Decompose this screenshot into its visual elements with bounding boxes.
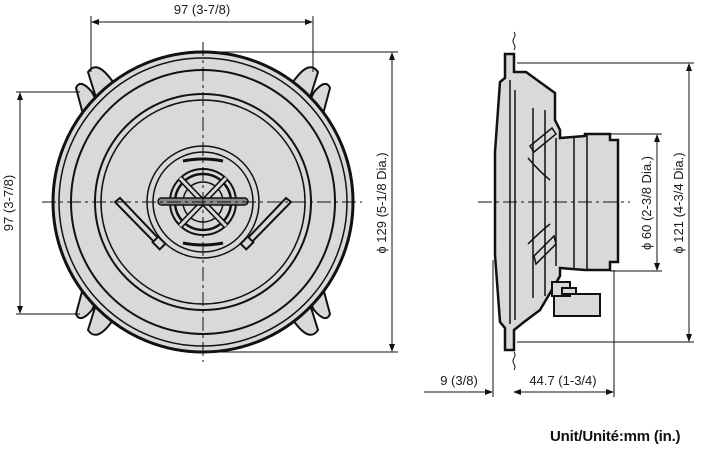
side-view: ϕ 60 (2-3/8 Dia.) ϕ 121 (4-3/4 Dia.) 9 (…: [424, 31, 694, 397]
flange-plane-line: [512, 31, 516, 371]
top-width-dimension: [90, 16, 314, 72]
center-lines: [42, 42, 362, 362]
terminal-block: [551, 281, 601, 317]
magnet-diameter-dimension: [610, 133, 662, 272]
top-width-label: 97 (3-7/8): [174, 2, 230, 17]
mount-depth-label: 44.7 (1-3/4): [529, 373, 596, 388]
left-height-label: 97 (3-7/8): [1, 175, 16, 231]
magnet-diameter-label: ϕ 60 (2-3/8 Dia.): [639, 156, 654, 250]
cutout-diameter-dimension: [517, 62, 694, 343]
overall-diameter-label: ϕ 129 (5-1/8 Dia.): [374, 152, 389, 253]
front-view: 97 (3-7/8) 97 (3-7/8) ϕ 129 (5-1/8 Dia.): [1, 2, 398, 362]
flange-depth-label: 9 (3/8): [440, 373, 478, 388]
cutout-diameter-label: ϕ 121 (4-3/4 Dia.): [671, 152, 686, 253]
depth-dimensions: [424, 260, 615, 397]
left-height-dimension: [16, 91, 80, 315]
overall-diameter-dimension: [205, 51, 398, 353]
unit-label: Unit/Unité:mm (in.): [550, 428, 681, 445]
tweeter-support-arms: [113, 196, 293, 251]
